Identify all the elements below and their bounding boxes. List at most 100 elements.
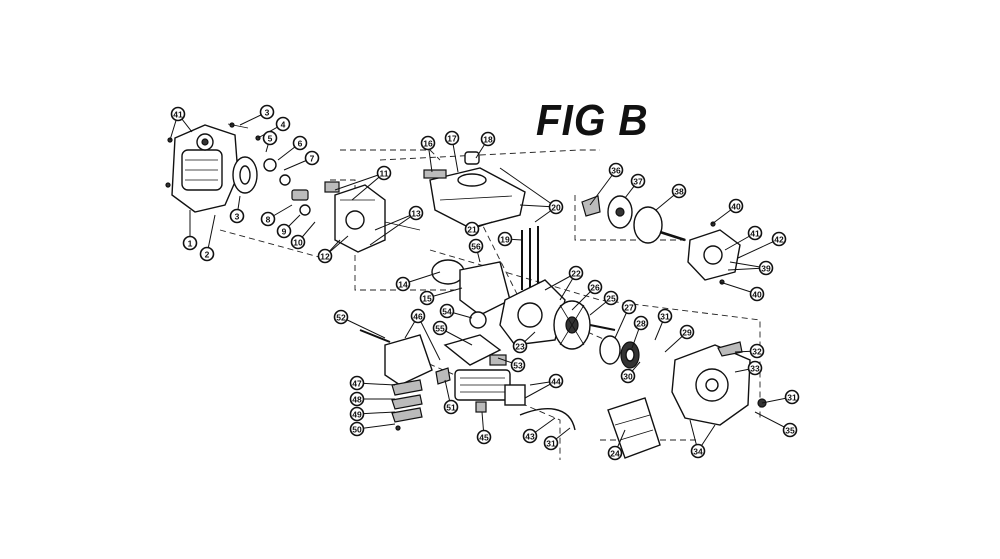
callout-number: 34	[693, 447, 703, 457]
callout-number: 18	[483, 135, 493, 145]
callout-number: 6	[298, 139, 303, 149]
callout-circle	[292, 135, 308, 151]
callout-number: 10	[293, 238, 303, 248]
callout-41: 41	[170, 106, 186, 122]
callout-circle	[749, 343, 765, 359]
callout-circle	[690, 443, 706, 459]
callout-28: 28	[633, 315, 649, 331]
callout-circle	[630, 173, 646, 189]
fuel-line-part	[519, 408, 576, 431]
cylinder-part	[431, 259, 511, 366]
callout-number: 32	[752, 347, 762, 357]
callout-number: 9	[282, 227, 287, 237]
callout-circle	[671, 183, 687, 199]
callout-circle	[317, 248, 333, 264]
callout-circle	[621, 299, 637, 315]
callout-8: 8	[260, 211, 276, 227]
callout-47: 47	[349, 375, 365, 391]
callout-number: 8	[266, 215, 271, 225]
callout-circle	[657, 308, 673, 324]
callout-number: 21	[467, 225, 477, 235]
callout-41: 41	[747, 225, 763, 241]
callout-7: 7	[304, 150, 320, 166]
callout-number: 16	[423, 139, 433, 149]
callout-18: 18	[480, 131, 496, 147]
callout-circle	[608, 162, 624, 178]
callout-11: 11	[376, 165, 392, 181]
callout-number: 40	[752, 290, 762, 300]
callout-44: 44	[548, 373, 564, 389]
callout-circle	[304, 150, 320, 166]
callout-circle	[747, 225, 763, 241]
callout-55: 55	[432, 320, 448, 336]
callout-13: 13	[408, 205, 424, 221]
callout-2: 2	[199, 246, 215, 262]
callout-12: 12	[317, 248, 333, 264]
callout-leader-11	[334, 172, 385, 191]
callout-31: 31	[784, 389, 800, 405]
callout-32: 32	[749, 343, 765, 359]
callout-number: 12	[320, 252, 330, 262]
callout-number: 52	[336, 313, 346, 323]
callout-27: 27	[621, 299, 637, 315]
callout-circle	[443, 399, 459, 415]
callout-number: 47	[352, 379, 362, 389]
callout-43: 43	[522, 428, 538, 444]
callout-leader-20	[499, 167, 557, 208]
callout-number: 45	[479, 433, 489, 443]
callout-31: 31	[543, 435, 559, 451]
carburetor-part	[324, 181, 421, 253]
callout-number: 26	[590, 283, 600, 293]
callout-circle	[262, 130, 278, 146]
callout-34: 34	[690, 443, 706, 459]
callout-24: 24	[607, 445, 623, 461]
callout-21: 21	[464, 221, 480, 237]
callout-circle	[548, 373, 564, 389]
callout-number: 19	[500, 235, 510, 245]
callout-circle	[522, 428, 538, 444]
callout-circle	[199, 246, 215, 262]
callout-number: 43	[525, 432, 535, 442]
callout-circle	[568, 265, 584, 281]
callout-number: 51	[446, 403, 456, 413]
callout-19: 19	[497, 231, 513, 247]
callout-16: 16	[420, 135, 436, 151]
callout-number: 4	[281, 120, 286, 130]
callout-number: 29	[682, 328, 692, 338]
callout-circle	[620, 368, 636, 384]
callout-40: 40	[749, 286, 765, 302]
callout-number: 31	[546, 439, 556, 449]
callout-number: 41	[173, 110, 183, 120]
callout-4: 4	[275, 116, 291, 132]
callout-1: 1	[182, 235, 198, 251]
gear-head-part	[687, 221, 741, 285]
callout-33: 33	[747, 360, 763, 376]
callout-circle	[376, 165, 392, 181]
callout-number: 7	[310, 154, 315, 164]
callout-circle	[476, 429, 492, 445]
callout-6: 6	[292, 135, 308, 151]
callout-number: 54	[442, 307, 452, 317]
callout-number: 36	[611, 166, 621, 176]
callout-number: 42	[774, 235, 784, 245]
callout-number: 15	[422, 294, 432, 304]
callout-number: 55	[435, 324, 445, 334]
callout-54: 54	[439, 303, 455, 319]
callout-number: 31	[787, 393, 797, 403]
callout-39: 39	[758, 260, 774, 276]
callout-23: 23	[512, 338, 528, 354]
callout-circle	[290, 234, 306, 250]
callout-number: 40	[731, 202, 741, 212]
starter-housing-part	[671, 341, 767, 426]
callout-circle	[758, 260, 774, 276]
callout-leader-13	[369, 212, 417, 246]
callout-circle	[510, 357, 526, 373]
callout-number: 17	[447, 134, 457, 144]
callout-number: 50	[352, 425, 362, 435]
mount-bracket-part	[607, 397, 661, 459]
callout-number: 48	[352, 395, 362, 405]
callout-3: 3	[229, 208, 245, 224]
callout-45: 45	[476, 429, 492, 445]
callout-number: 5	[268, 134, 273, 144]
